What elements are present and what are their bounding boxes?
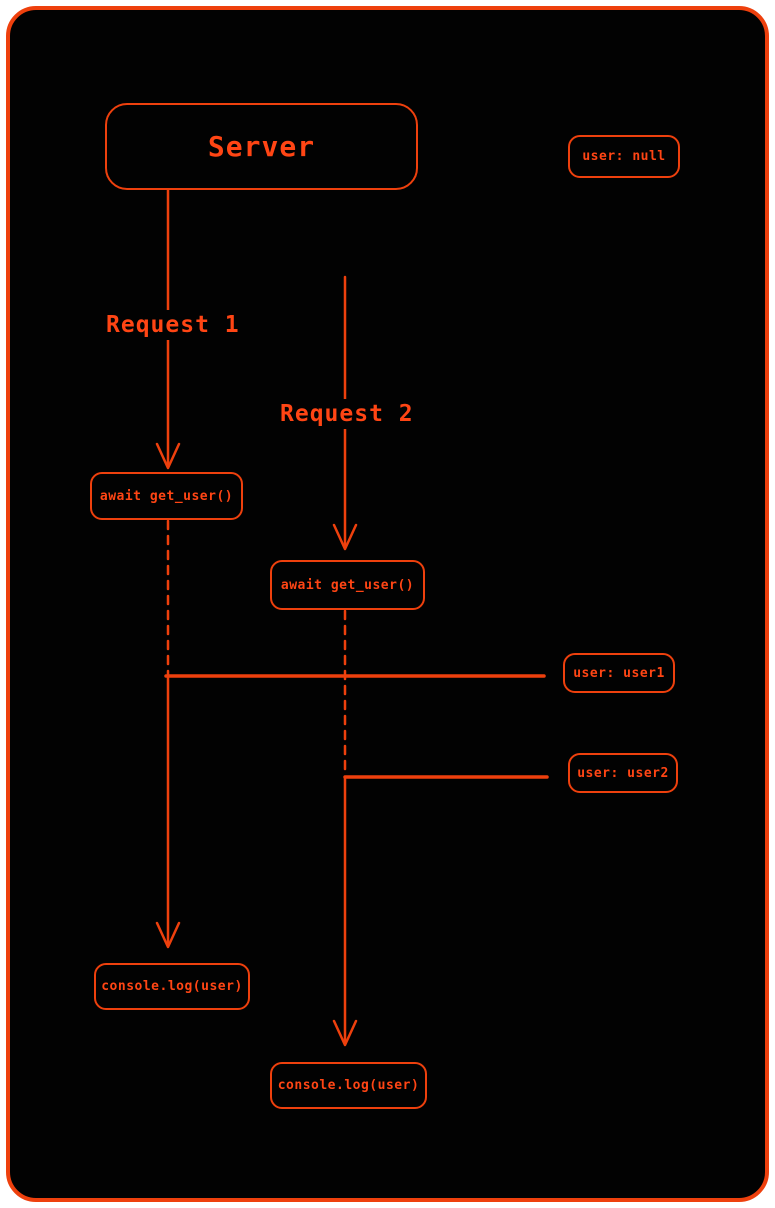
user-state-user2-badge: user: user2 xyxy=(568,753,678,793)
await-get-user-2-label: await get_user() xyxy=(280,577,415,593)
console-log-2-node: console.log(user) xyxy=(270,1062,427,1109)
server-label: Server xyxy=(207,130,316,163)
user-state-user1-badge: user: user1 xyxy=(563,653,675,693)
request1-resume-arrowhead-icon xyxy=(155,921,181,949)
request2-resume-arrowhead-icon xyxy=(332,1019,358,1047)
console-log-2-label: console.log(user) xyxy=(277,1078,420,1093)
user-state-null-badge: user: null xyxy=(568,135,680,178)
await-get-user-1-node: await get_user() xyxy=(90,472,243,520)
console-log-1-node: console.log(user) xyxy=(94,963,250,1010)
await-get-user-1-label: await get_user() xyxy=(99,488,234,504)
console-log-1-label: console.log(user) xyxy=(101,979,243,994)
request1-edge-label: Request 1 xyxy=(102,310,244,340)
user-state-null-label: user: null xyxy=(582,149,666,164)
request1-arrowhead-icon xyxy=(155,442,181,470)
await-get-user-2-node: await get_user() xyxy=(270,560,425,610)
server-node: Server xyxy=(105,103,418,190)
user-state-user2-label: user: user2 xyxy=(577,765,669,781)
user-state-user1-label: user: user1 xyxy=(573,665,665,681)
request2-arrowhead-icon xyxy=(332,523,358,551)
request2-edge-label: Request 2 xyxy=(276,399,418,429)
